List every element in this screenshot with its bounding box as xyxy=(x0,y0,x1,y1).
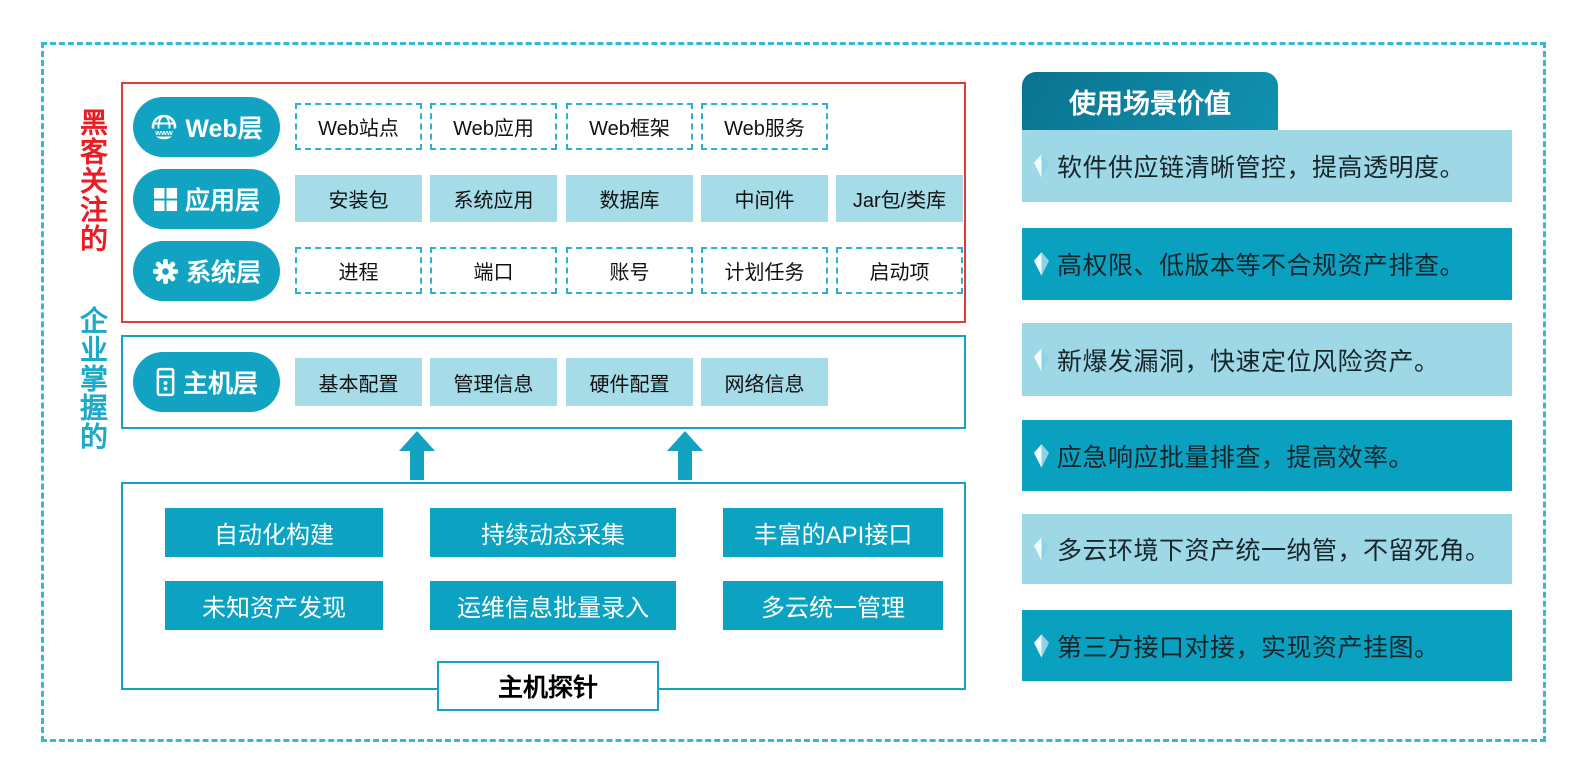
host-layer-pill: 主机层 xyxy=(133,352,280,412)
value-item-text: 新爆发漏洞，快速定位风险资产。 xyxy=(1057,347,1440,376)
diamond-bullet-icon xyxy=(1034,154,1049,178)
hacker-focus-label: 黑客关注的 xyxy=(77,108,108,253)
web-item: Web框架 xyxy=(566,103,693,150)
value-item-text: 应急响应批量排查，提高效率。 xyxy=(1057,443,1415,472)
host-item: 硬件配置 xyxy=(566,358,693,406)
value-item-text: 软件供应链清晰管控，提高透明度。 xyxy=(1057,154,1466,182)
app-grid-icon xyxy=(153,187,178,212)
diamond-bullet-icon xyxy=(1034,633,1049,658)
diamond-bullet-icon xyxy=(1034,347,1049,372)
value-item: 新爆发漏洞，快速定位风险资产。 xyxy=(1022,323,1512,396)
sys-layer-label: 系统层 xyxy=(185,259,261,287)
outer-dashed-border xyxy=(41,42,1546,742)
value-item: 第三方接口对接，实现资产挂图。 xyxy=(1022,610,1512,681)
value-item: 高权限、低版本等不合规资产排查。 xyxy=(1022,228,1512,300)
app-layer-label: 应用层 xyxy=(184,187,260,215)
host-item: 管理信息 xyxy=(430,358,557,406)
web-item: Web站点 xyxy=(295,103,422,150)
diamond-bullet-icon xyxy=(1034,252,1049,276)
app-item: 系统应用 xyxy=(430,175,557,222)
svg-text:www: www xyxy=(155,128,174,137)
value-item: 软件供应链清晰管控，提高透明度。 xyxy=(1022,130,1512,202)
app-item: 安装包 xyxy=(295,175,422,222)
app-item: Jar包/类库 xyxy=(836,175,963,222)
value-item: 多云环境下资产统一纳管，不留死角。 xyxy=(1022,514,1512,584)
sys-layer-pill: 系统层 xyxy=(133,241,280,301)
up-arrow-icon xyxy=(399,431,435,480)
capability-box: 自动化构建 xyxy=(165,508,383,557)
app-layer-pill: 应用层 xyxy=(133,169,280,229)
sys-item: 进程 xyxy=(295,247,422,294)
capability-box: 丰富的API接口 xyxy=(723,508,943,557)
capability-box: 持续动态采集 xyxy=(430,508,676,557)
app-item: 中间件 xyxy=(701,175,828,222)
host-layer-label: 主机层 xyxy=(182,370,258,398)
web-layer-pill: www Web层 xyxy=(133,97,280,157)
sys-item: 计划任务 xyxy=(701,247,828,294)
app-item: 数据库 xyxy=(566,175,693,222)
capability-box: 多云统一管理 xyxy=(723,581,943,630)
value-item-text: 多云环境下资产统一纳管，不留死角。 xyxy=(1057,537,1491,565)
capability-box: 未知资产发现 xyxy=(165,581,383,630)
diamond-bullet-icon xyxy=(1034,537,1049,561)
sys-item: 账号 xyxy=(566,247,693,294)
host-item: 基本配置 xyxy=(295,358,422,406)
capability-box: 运维信息批量录入 xyxy=(430,581,676,630)
web-item: Web应用 xyxy=(430,103,557,150)
up-arrow-icon xyxy=(667,431,703,480)
diamond-bullet-icon xyxy=(1034,443,1049,468)
gear-icon xyxy=(152,258,179,285)
server-icon xyxy=(155,367,176,397)
web-item: Web服务 xyxy=(701,103,828,150)
value-panel-title: 使用场景价值 xyxy=(1022,72,1278,130)
globe-www-icon: www xyxy=(150,113,178,141)
sys-item: 端口 xyxy=(430,247,557,294)
host-item: 网络信息 xyxy=(701,358,828,406)
web-layer-label: Web层 xyxy=(185,115,263,143)
value-item: 应急响应批量排查，提高效率。 xyxy=(1022,420,1512,491)
sys-item: 启动项 xyxy=(836,247,963,294)
value-item-text: 高权限、低版本等不合规资产排查。 xyxy=(1057,252,1466,280)
host-probe-box: 主机探针 xyxy=(437,661,659,711)
value-item-text: 第三方接口对接，实现资产挂图。 xyxy=(1057,633,1440,662)
enterprise-control-label: 企业掌握的 xyxy=(77,306,108,451)
